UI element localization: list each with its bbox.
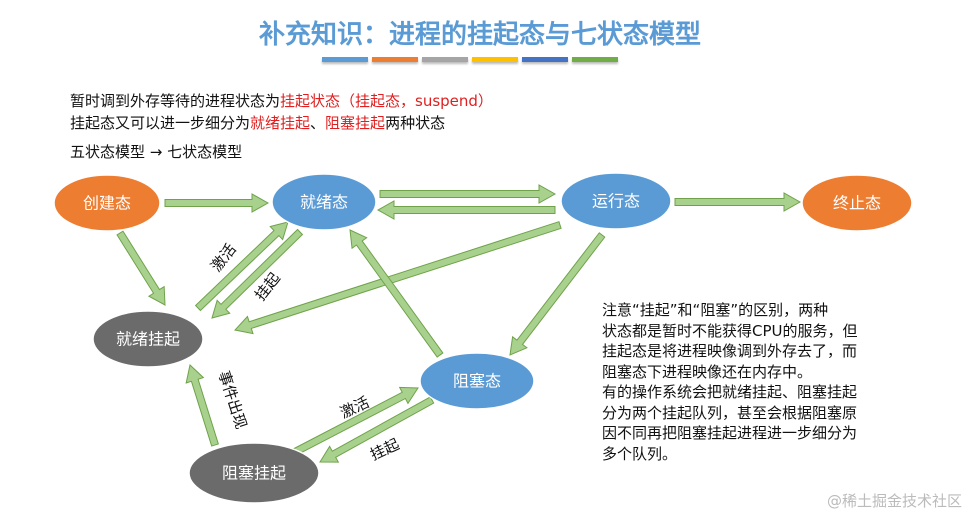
arrow-running-to-ready	[376, 200, 556, 220]
arrow-running-to-ready_suspend	[234, 221, 562, 335]
page-title: 补充知识：进程的挂起态与七状态模型	[0, 14, 970, 51]
underline-segment	[372, 57, 418, 62]
underline-segment	[572, 57, 618, 62]
state-label: 就绪挂起	[116, 330, 180, 349]
note-line: 分为两个挂起队列，甚至会根据阻塞原	[602, 403, 858, 422]
arrow-blocked_suspend-to-ready_suspend	[185, 364, 219, 447]
underline-segment	[422, 57, 468, 62]
state-node-create: 创建态	[53, 174, 161, 232]
edge-label: 事件出现	[215, 369, 251, 432]
arrow-running-to-terminated	[674, 192, 802, 212]
intro-line-1: 暂时调到外存等待的进程状态为挂起状态（挂起态，suspend）	[70, 90, 493, 111]
arrow-blocked_suspend-to-blocked	[292, 386, 419, 456]
highlight: 挂起状态（挂起态，suspend）	[280, 92, 493, 110]
arrow-create-to-ready_suspend	[116, 230, 166, 306]
underline-segment	[322, 57, 368, 62]
state-label: 阻塞挂起	[222, 464, 286, 483]
text: 暂时调到外存等待的进程状态为	[70, 92, 281, 110]
state-label: 创建态	[83, 194, 131, 213]
note-line: 因不同再把阻塞挂起进程进一步细分为	[602, 424, 858, 442]
note-line: 阻塞态下进程映像还在内存中。	[602, 362, 813, 381]
text: 挂起态又可以进一步细分为	[70, 114, 251, 132]
state-label: 就绪态	[300, 193, 348, 212]
note-text: 注意“挂起”和“阻塞”的区别，两种状态都是暂时不能获得CPU的服务，但挂起态是将…	[602, 300, 932, 464]
highlight: 阻塞挂起	[325, 114, 386, 132]
arrow-blocked-to-blocked_suspend	[319, 396, 435, 463]
arrow-create-to-ready	[164, 193, 270, 213]
state-node-running: 运行态	[560, 172, 672, 230]
state-node-ready: 就绪态	[271, 173, 377, 231]
state-label: 运行态	[592, 192, 640, 211]
state-label: 阻塞态	[453, 372, 501, 391]
note-line: 多个队列。	[602, 444, 678, 463]
state-node-terminated: 终止态	[801, 174, 913, 232]
note-line: 状态都是暂时不能获得CPU的服务，但	[602, 321, 858, 340]
arrow-blocked-to-ready	[349, 229, 444, 358]
arrow-ready-to-running	[379, 184, 557, 204]
arrow-running-to-blocked	[509, 232, 606, 356]
arrow-ready_suspend-to-ready	[194, 221, 289, 312]
underline-segment	[472, 57, 518, 62]
note-line: 有的操作系统会把就绪挂起、阻塞挂起	[602, 383, 858, 401]
note-line: 挂起态是将进程映像调到外存去了，而	[602, 342, 858, 360]
state-node-blocked: 阻塞态	[419, 352, 535, 410]
intro-line-3: 五状态模型 → 七状态模型	[70, 143, 243, 161]
title-text: 补充知识：进程的挂起态与七状态模型	[258, 20, 701, 50]
highlight: 就绪挂起	[250, 114, 311, 132]
intro-line-2: 挂起态又可以进一步细分为就绪挂起、阻塞挂起两种状态	[70, 112, 445, 133]
state-node-ready_suspend: 就绪挂起	[92, 310, 204, 368]
watermark: @稀土掘金技术社区	[826, 492, 962, 510]
state-node-blocked_suspend: 阻塞挂起	[188, 442, 320, 504]
text: 两种状态	[385, 114, 446, 132]
underline-segment	[522, 57, 568, 62]
arrow-ready-to-ready_suspend	[211, 228, 304, 319]
note-line: 注意“挂起”和“阻塞”的区别，两种	[602, 301, 829, 319]
state-label: 终止态	[833, 194, 881, 213]
edge-label: 挂起	[367, 435, 402, 464]
text: 、	[310, 114, 326, 132]
